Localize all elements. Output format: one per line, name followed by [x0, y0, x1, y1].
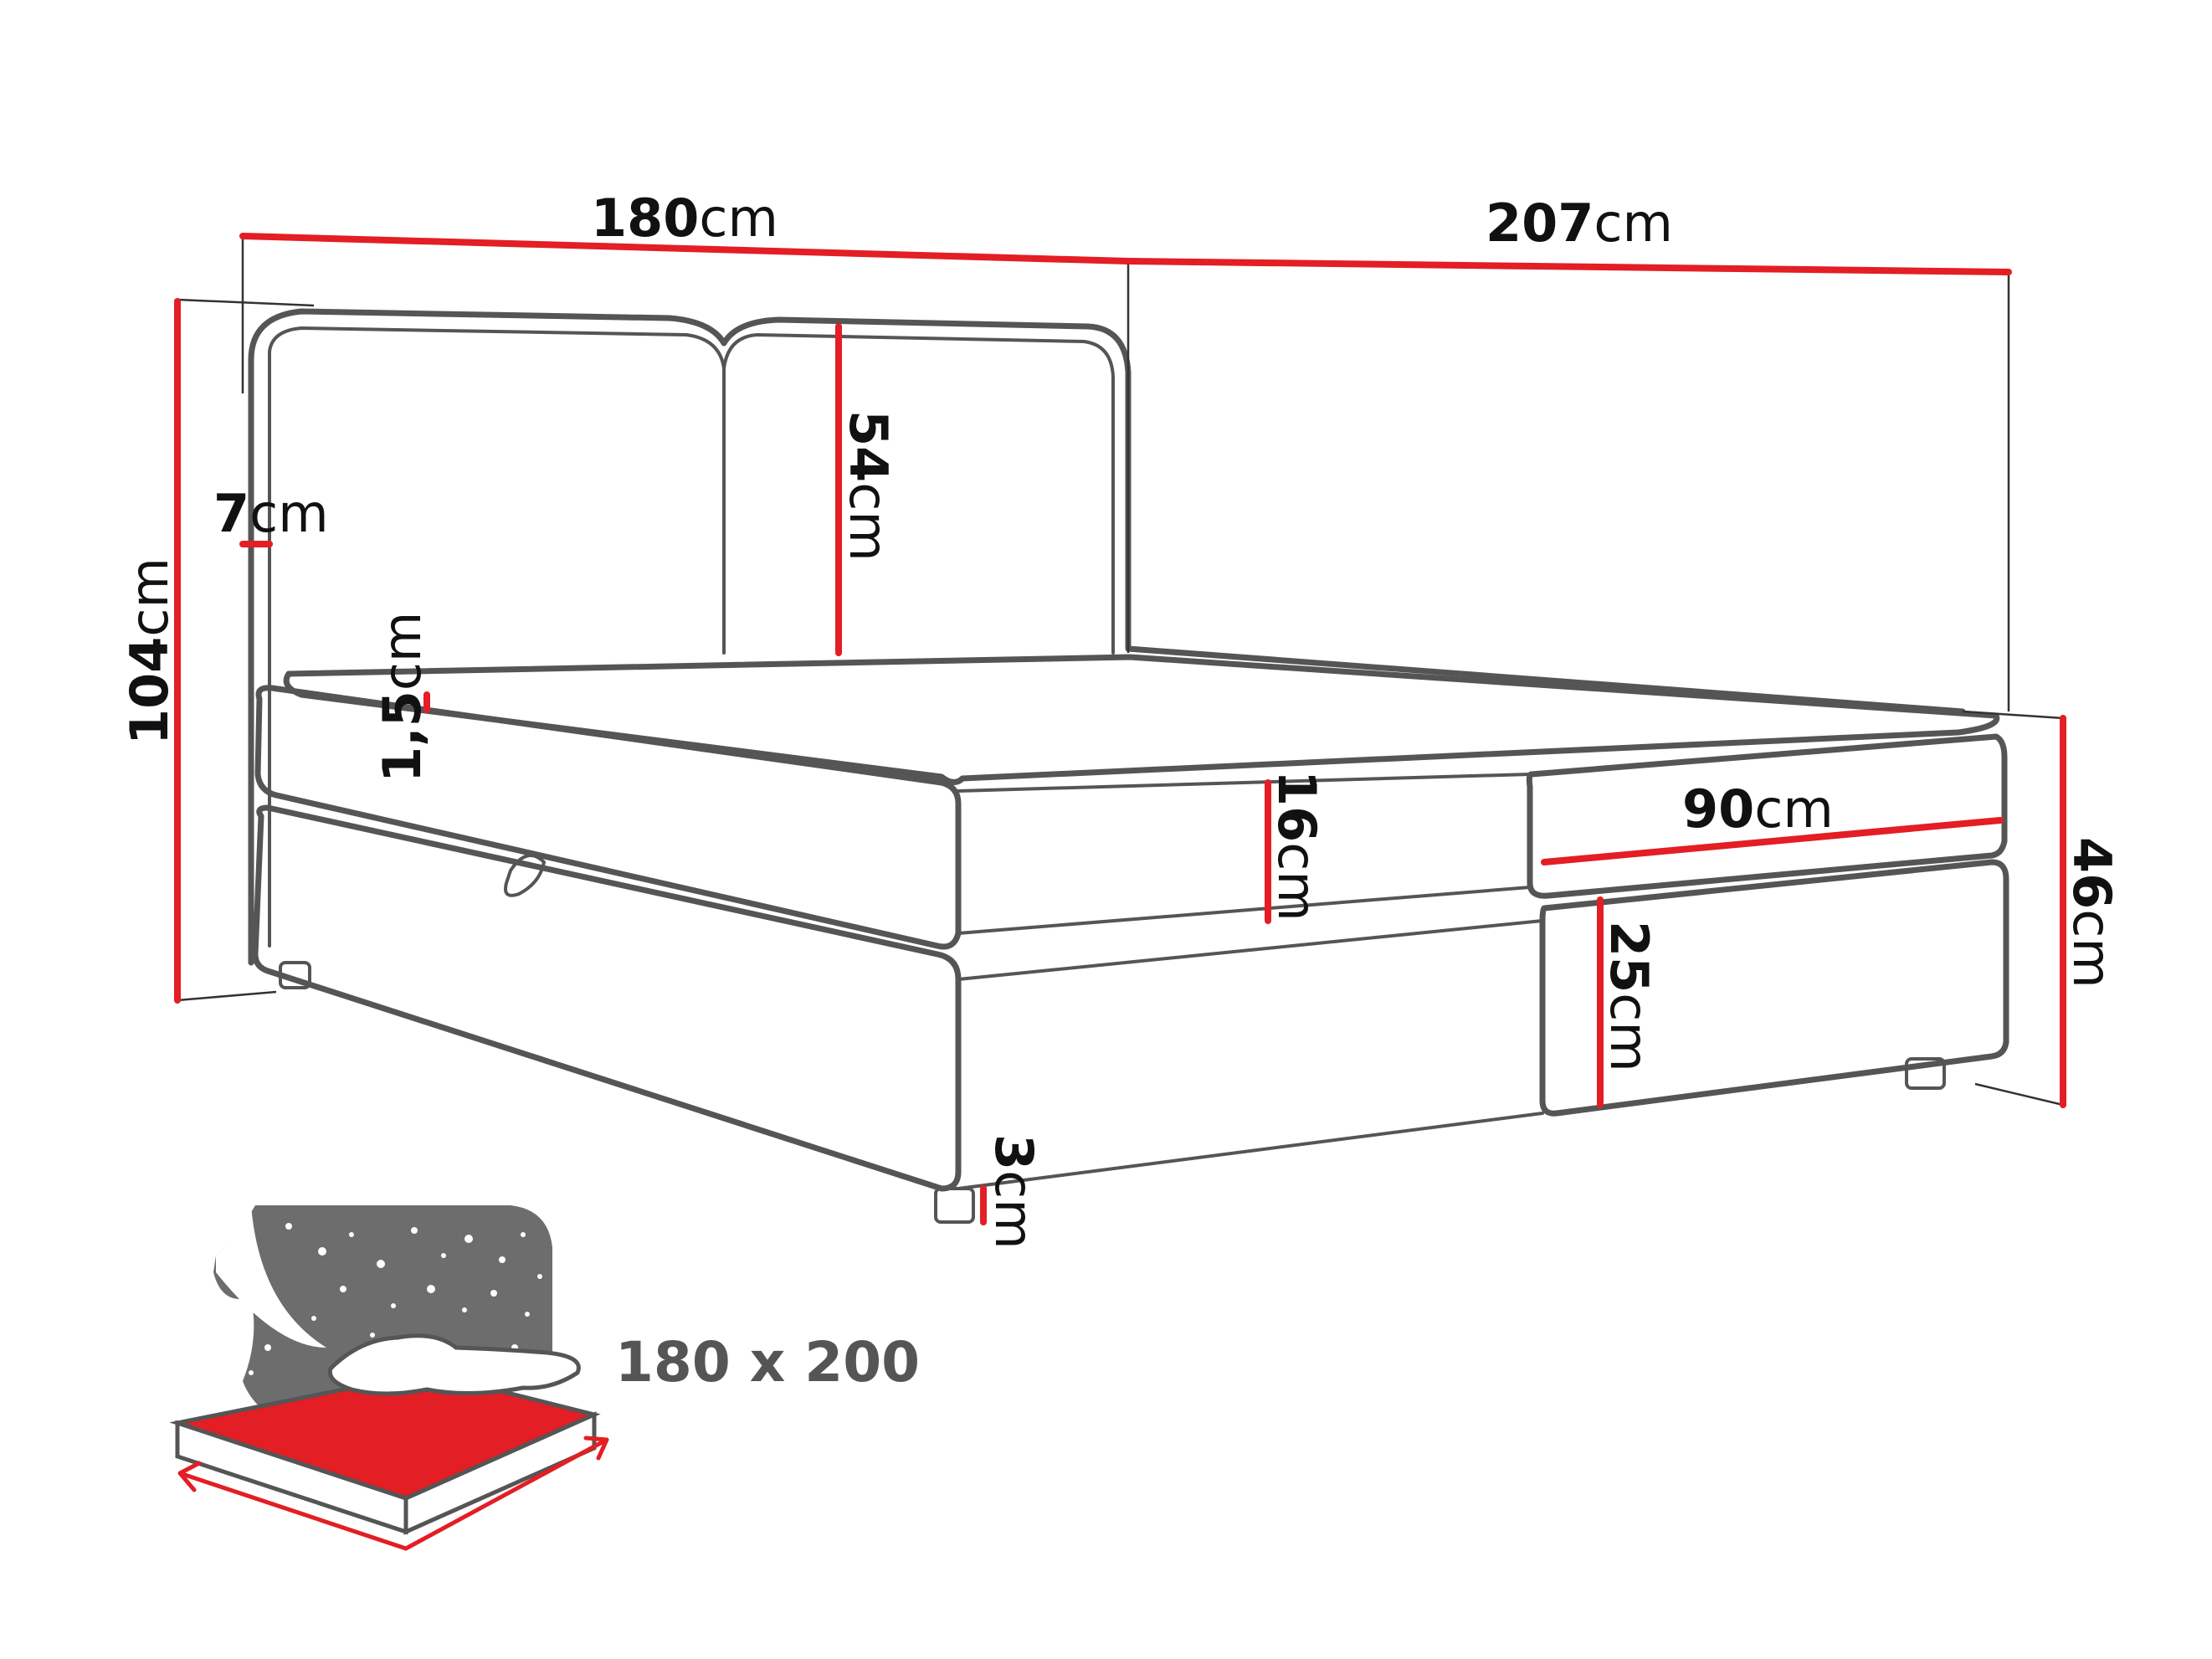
- leg-front: [934, 1187, 975, 1224]
- side-height-label: 46cm: [2061, 837, 2122, 989]
- headboard-height-label: 54cm: [838, 410, 899, 562]
- mattress-height-label: 16cm: [1266, 770, 1327, 922]
- dimension-lines: [174, 233, 2066, 1225]
- leg-height-label: 3cm: [983, 1134, 1044, 1250]
- height-label: 104cm: [119, 557, 180, 745]
- pillow-icon: [327, 1333, 581, 1396]
- sleeping-area-label: 180 x 200: [615, 1330, 920, 1394]
- topper-height-label: 1,5cm: [372, 612, 433, 783]
- length-line: [1125, 258, 2012, 275]
- base-height-label: 25cm: [1599, 921, 1660, 1072]
- bed-outline: [248, 308, 2009, 1224]
- width-label: 180cm: [591, 187, 778, 249]
- stars-icon: [236, 1223, 542, 1375]
- half-width-line: [1541, 817, 2004, 865]
- width-line: [239, 233, 1132, 265]
- half-width-label: 90cm: [1682, 778, 1834, 840]
- extension-lines: [177, 236, 2064, 1107]
- dimension-labels: 180cm 207cm 104cm 7cm 54cm 1,5cm 16cm 90…: [119, 187, 2122, 1250]
- sleeping-area-icon: 180 x 200: [169, 1205, 920, 1551]
- leg-left: [279, 961, 311, 989]
- length-label: 207cm: [1486, 193, 1673, 254]
- leg-right: [1905, 1057, 1946, 1090]
- headboard-thickness-label: 7cm: [213, 483, 329, 544]
